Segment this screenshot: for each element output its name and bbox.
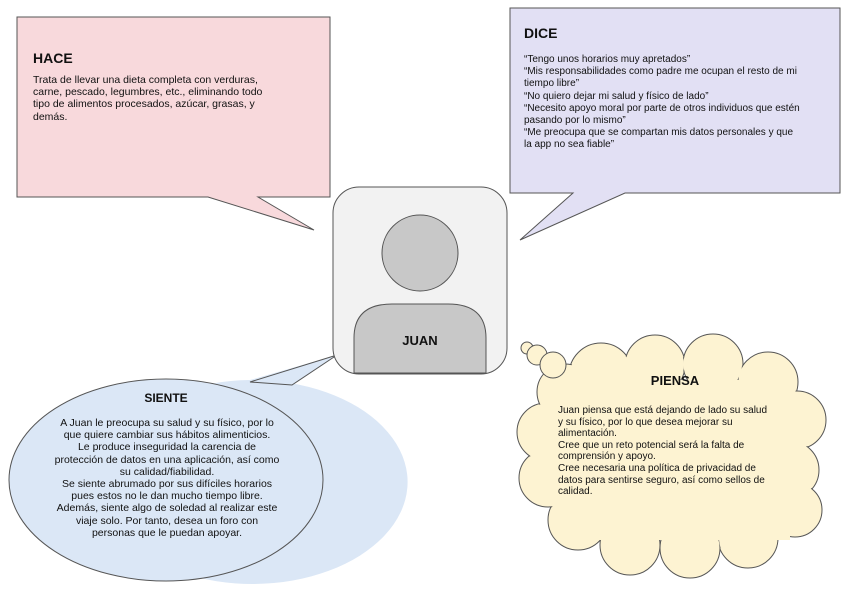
dice-title: DICE [524, 25, 558, 41]
persona-name: JUAN [402, 333, 438, 348]
siente-title: SIENTE [144, 391, 188, 405]
piensa-line: alimentación. [558, 428, 617, 440]
siente-line: su calidad/fiabilidad. [119, 465, 215, 478]
siente-line: A Juan le preocupa su salud y su físico,… [60, 417, 274, 429]
siente-ellipse-outline [8, 378, 324, 582]
dice-line: tiempo libre” [524, 78, 580, 90]
siente-line: viaje solo. Por tanto, desea un foro con [75, 514, 259, 527]
siente-text: A Juan le preocupa su salud y su físico,… [36, 417, 298, 539]
piensa-line: calidad. [558, 486, 593, 498]
dice-line: pasando por lo mismo” [524, 115, 626, 127]
hace-line: demás. [33, 110, 68, 123]
hace-callout-shape [16, 16, 331, 231]
avatar-head [381, 214, 459, 292]
dice-line: “Me preocupa que se compartan mis datos … [524, 127, 794, 139]
piensa-line: comprensión y apoyo. [558, 451, 656, 463]
dice-callout-shape [509, 7, 841, 241]
piensa-line: Cree que un reto potencial será la falta… [558, 439, 745, 451]
hace-line: Trata de llevar una dieta completa con v… [33, 74, 258, 86]
piensa-line: Juan piensa que está dejando de lado su … [558, 405, 768, 416]
hace-line: tipo de alimentos procesados, azúcar, gr… [33, 98, 255, 111]
piensa-title: PIENSA [650, 373, 700, 388]
piensa-line: y su físico, por lo que desea mejorar su [558, 416, 733, 428]
siente-pointer [249, 354, 338, 386]
piensa-line: Cree necesaria una política de privacida… [558, 462, 756, 474]
dice-line: la app no sea fiable” [524, 139, 615, 151]
dice-line: “Tengo unos horarios muy apretados” [524, 54, 691, 65]
siente-line: Además, siente algo de soledad al realiz… [56, 502, 278, 515]
thought-bubbles [520, 341, 567, 379]
hace-title: HACE [33, 50, 73, 66]
siente-line: Se siente abrumado por sus difíciles hor… [61, 478, 273, 491]
siente-line: Le produce inseguridad la carencia de [77, 441, 257, 454]
dice-line: “Mis responsabilidades como padre me ocu… [524, 66, 797, 78]
siente-line: protección de datos en una aplicación, a… [54, 453, 280, 466]
siente-line: que quiere cambiar sus hábitos alimentic… [63, 429, 271, 442]
dice-text: “Tengo unos horarios muy apretados” “Mis… [524, 54, 834, 152]
avatar-body [353, 303, 487, 374]
dice-line: “No quiero dejar mi salud y físico de la… [524, 90, 709, 102]
piensa-line: datos para sentirse seguro, así como sel… [558, 474, 765, 486]
hace-line: carne, pescado, legumbres, etc., elimina… [33, 86, 263, 99]
piensa-text: Juan piensa que está dejando de lado su … [558, 405, 798, 498]
dice-line: “Necesito apoyo moral por parte de otros… [524, 102, 800, 114]
hace-text: Trata de llevar una dieta completa con v… [33, 74, 323, 123]
siente-line: pues estos no le dan mucho tiempo libre. [71, 490, 263, 503]
siente-line: personas que le puedan apoyar. [91, 526, 243, 539]
